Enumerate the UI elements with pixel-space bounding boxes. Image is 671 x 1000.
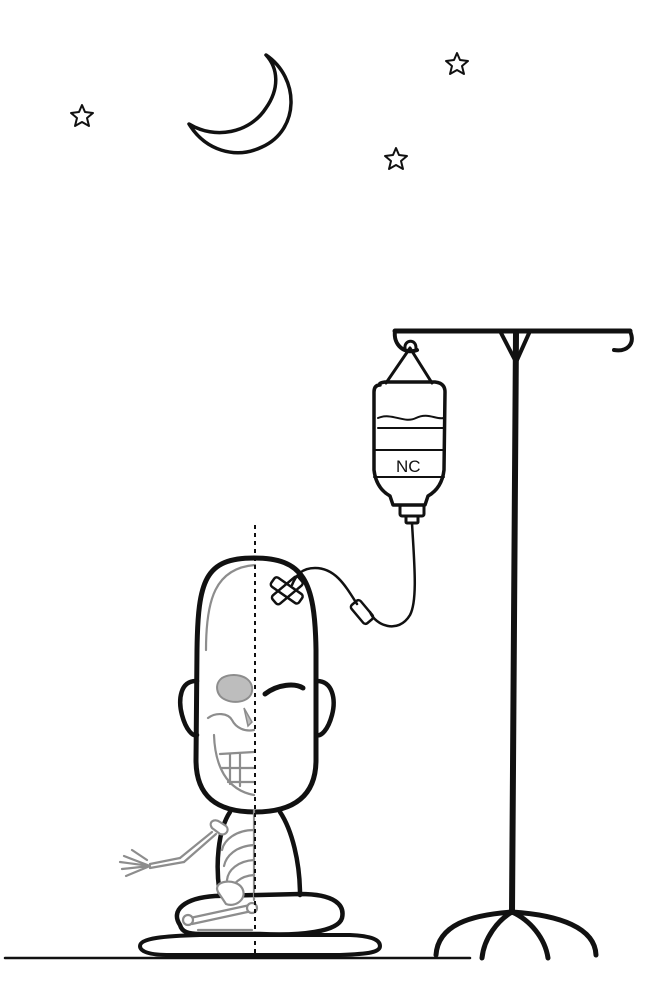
- skeleton-half: [118, 563, 259, 932]
- iv-stand: [392, 328, 634, 961]
- star-icon: [70, 104, 94, 127]
- night-sky: [70, 52, 469, 170]
- iv-bag-label: NC: [396, 457, 421, 476]
- patient-figure: [138, 555, 382, 957]
- star-icon: [445, 52, 469, 75]
- iv-bag: NC: [372, 339, 447, 525]
- iv-tube: [290, 521, 416, 628]
- crescent-moon-icon: [187, 53, 293, 155]
- star-icon: [384, 147, 408, 170]
- skull-eye-socket: [216, 674, 254, 703]
- closed-eye: [262, 682, 306, 697]
- bandage: [269, 575, 304, 606]
